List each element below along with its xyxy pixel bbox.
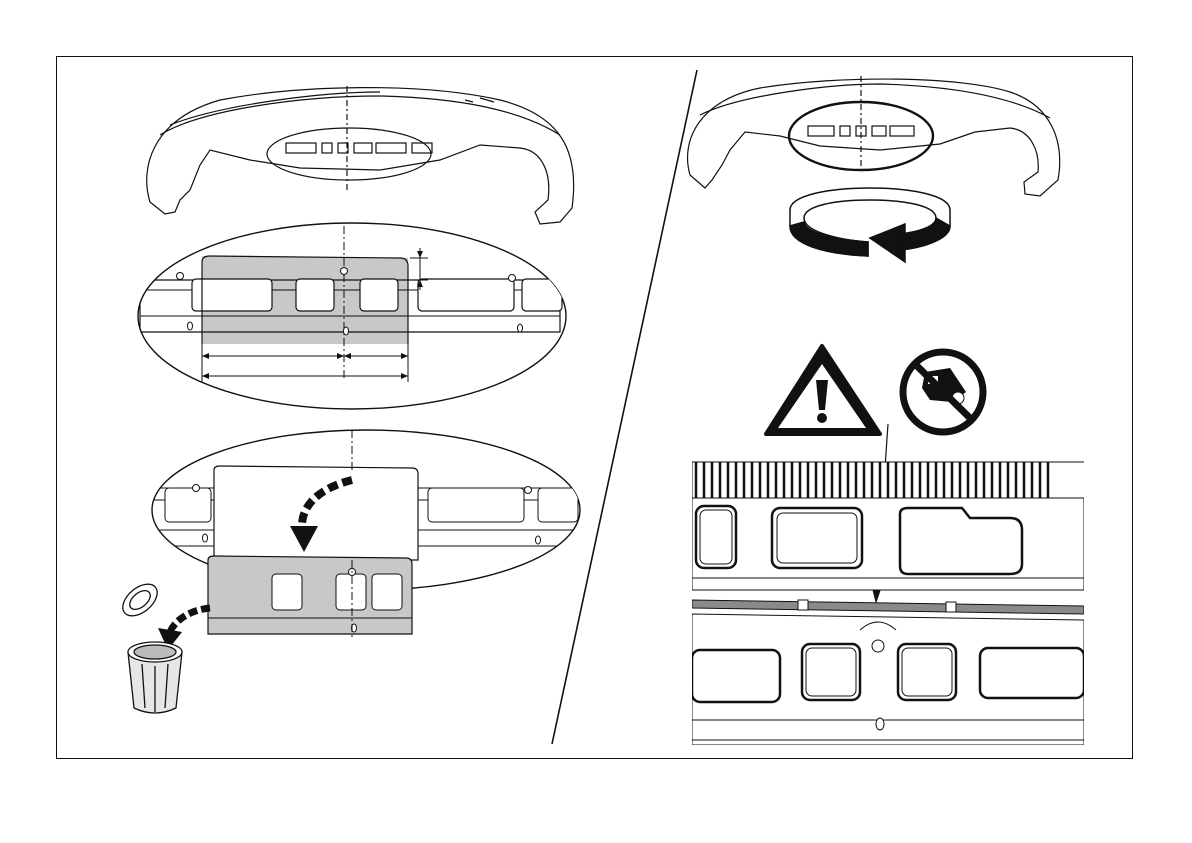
- trash-can-icon: [117, 578, 182, 713]
- cut-template-zoom: [138, 223, 566, 409]
- bumper-overview: [147, 86, 574, 224]
- warning-triangle-icon: [766, 346, 880, 434]
- bumper-rotate: [688, 76, 1060, 196]
- panel-divider: [552, 70, 697, 744]
- no-power-saw-icon: [903, 352, 983, 432]
- removed-section: [208, 556, 412, 640]
- cut-line-detail: [692, 462, 1092, 745]
- rotate-arrow-icon: [790, 188, 950, 262]
